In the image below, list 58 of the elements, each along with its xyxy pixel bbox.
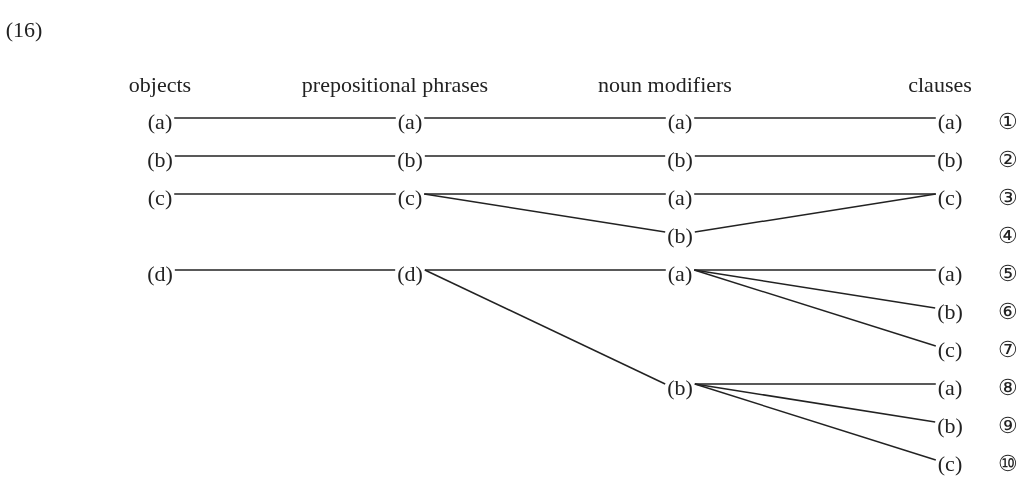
option-label: (a) bbox=[397, 109, 423, 135]
option-label: (c) bbox=[147, 185, 173, 211]
connector-line bbox=[693, 269, 936, 309]
option-label: (a) bbox=[667, 185, 693, 211]
connector-line bbox=[423, 193, 667, 195]
option-label: (b) bbox=[937, 299, 963, 325]
connector-line bbox=[173, 117, 397, 119]
row-number: ③ bbox=[998, 185, 1018, 211]
option-label: (c) bbox=[937, 451, 963, 477]
option-label: (a) bbox=[937, 261, 963, 287]
option-label: (b) bbox=[667, 375, 693, 401]
option-label: (c) bbox=[397, 185, 423, 211]
option-label: (d) bbox=[147, 261, 173, 287]
row-number: ① bbox=[998, 109, 1018, 135]
option-label: (a) bbox=[667, 261, 693, 287]
option-label: (d) bbox=[397, 261, 423, 287]
option-label: (c) bbox=[937, 337, 963, 363]
connector-line bbox=[693, 269, 937, 271]
connector-line bbox=[694, 193, 937, 233]
connector-line bbox=[174, 269, 396, 271]
option-label: (a) bbox=[147, 109, 173, 135]
connector-line bbox=[693, 193, 937, 195]
connector-line bbox=[424, 269, 666, 385]
column-heading: clauses bbox=[908, 72, 972, 98]
column-heading: objects bbox=[128, 72, 192, 98]
row-number: ⑦ bbox=[998, 337, 1018, 363]
column-heading: prepositional phrases bbox=[301, 72, 489, 98]
option-label: (b) bbox=[397, 147, 423, 173]
option-label: (b) bbox=[937, 147, 963, 173]
row-number: ⑧ bbox=[998, 375, 1018, 401]
row-number: ⑥ bbox=[998, 299, 1018, 325]
option-label: (a) bbox=[667, 109, 693, 135]
row-number: ⑩ bbox=[998, 451, 1018, 477]
connector-line bbox=[173, 193, 397, 195]
option-label: (c) bbox=[937, 185, 963, 211]
row-number: ④ bbox=[998, 223, 1018, 249]
connector-line bbox=[423, 117, 667, 119]
connector-line bbox=[694, 383, 937, 385]
connector-line bbox=[694, 383, 936, 423]
option-label: (a) bbox=[937, 109, 963, 135]
connector-line bbox=[693, 269, 937, 347]
connector-line bbox=[694, 383, 937, 461]
row-number: ⑤ bbox=[998, 261, 1018, 287]
row-number: ② bbox=[998, 147, 1018, 173]
option-label: (b) bbox=[937, 413, 963, 439]
connector-line bbox=[424, 269, 667, 271]
connector-line bbox=[694, 155, 936, 157]
connector-line bbox=[693, 117, 937, 119]
row-number: ⑨ bbox=[998, 413, 1018, 439]
option-label: (b) bbox=[147, 147, 173, 173]
example-number: (16) bbox=[5, 17, 43, 43]
column-heading: noun modifiers bbox=[598, 72, 732, 98]
option-label: (b) bbox=[667, 147, 693, 173]
option-label: (b) bbox=[667, 223, 693, 249]
option-label: (a) bbox=[937, 375, 963, 401]
connector-line bbox=[174, 155, 396, 157]
connector-line bbox=[424, 155, 666, 157]
connector-line bbox=[423, 193, 666, 233]
